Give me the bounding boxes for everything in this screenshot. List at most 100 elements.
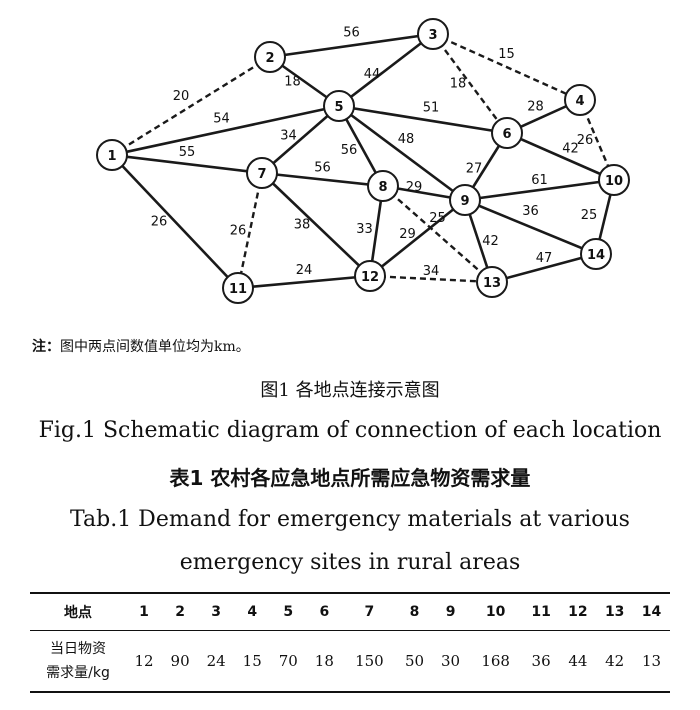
column-header: 14 — [641, 604, 662, 620]
node-label: 5 — [334, 100, 343, 115]
edge-weight-3-6: 18 — [450, 77, 467, 92]
node-label: 11 — [229, 282, 247, 297]
node-11: 11 — [222, 272, 254, 304]
edge-weight-9-14: 36 — [522, 204, 539, 219]
edge-2-3 — [269, 32, 434, 59]
node-label: 1 — [107, 149, 116, 164]
edge-6-10 — [506, 131, 615, 182]
edge-weight-5-8: 56 — [341, 143, 358, 158]
edge-weight-11-12: 24 — [296, 263, 313, 278]
edge-5-9 — [338, 104, 466, 202]
figure-note: 注：图中两点间数值单位均为km。 — [32, 336, 250, 356]
table-cell: 168 — [481, 652, 510, 670]
node-9: 9 — [449, 184, 481, 216]
column-header: 10 — [485, 604, 506, 620]
column-header: 12 — [568, 604, 588, 620]
table-cell: 50 — [404, 652, 425, 670]
table-cell: 36 — [531, 652, 551, 670]
edge-13-14 — [491, 252, 597, 284]
edge-11-12 — [237, 274, 371, 290]
edge-weight-9-12: 29 — [399, 227, 416, 242]
table-cell: 24 — [206, 652, 226, 670]
node-circle — [354, 260, 386, 292]
column-header: 1 — [139, 604, 149, 620]
node-circle — [476, 266, 508, 298]
column-header: 9 — [445, 604, 456, 620]
node-circle — [246, 157, 278, 189]
node-3: 3 — [417, 18, 449, 50]
edge-weight-12-13: 34 — [423, 264, 440, 279]
note-text: 图中两点间数值单位均为km。 — [60, 339, 250, 355]
edge-weight-7-12: 38 — [294, 218, 311, 233]
row-label: 当日物资 需求量/kg — [30, 631, 126, 693]
edge-weight-8-9: 29 — [406, 180, 423, 195]
node-circle — [254, 41, 286, 73]
edge-3-5 — [338, 32, 434, 108]
node-label: 14 — [587, 248, 605, 263]
node-label: 6 — [502, 127, 511, 142]
node-circle — [598, 164, 630, 196]
edge-weight-4-10: 26 — [577, 133, 594, 148]
node-5: 5 — [323, 90, 355, 122]
figure-caption-en: Fig.1 Schematic diagram of connection of… — [38, 418, 662, 443]
note-prefix: 注： — [32, 339, 60, 355]
edge-weight-7-11: 26 — [230, 224, 247, 239]
edge-weight-13-14: 47 — [536, 251, 553, 266]
table-cell: 15 — [242, 652, 262, 670]
table-caption-cn: 表1 农村各应急地点所需应急物资需求量 — [169, 466, 531, 490]
edge-weight-10-14: 25 — [581, 208, 598, 223]
node-label: 10 — [605, 174, 623, 189]
edge-5-7 — [261, 105, 340, 174]
node-circle — [491, 117, 523, 149]
edge-weight-9-10: 61 — [531, 173, 548, 188]
node-4: 4 — [564, 84, 596, 116]
edge-5-6 — [338, 104, 508, 135]
edge-3-4 — [432, 32, 581, 102]
edge-weight-1-5: 54 — [213, 112, 230, 127]
node-label: 8 — [378, 180, 387, 195]
table-cell: 30 — [441, 652, 461, 670]
node-12: 12 — [354, 260, 386, 292]
edge-3-6 — [432, 33, 508, 134]
table-cell: 12 — [134, 652, 154, 670]
node-10: 10 — [598, 164, 630, 196]
header-label: 地点 — [64, 605, 92, 621]
table-cell: 90 — [170, 652, 190, 670]
edge-weight-9-13: 42 — [482, 234, 499, 249]
node-label: 3 — [428, 28, 437, 43]
edge-weight-3-4: 15 — [498, 47, 515, 62]
row-label-line1: 当日物资 — [50, 641, 106, 657]
column-header: 5 — [283, 604, 294, 620]
node-label: 4 — [575, 94, 584, 109]
edge-weight-4-6: 28 — [527, 100, 544, 115]
node-circle — [564, 84, 596, 116]
node-label: 9 — [460, 194, 469, 209]
table-cell: 18 — [314, 652, 334, 670]
edge-7-8 — [261, 171, 384, 188]
table-cell: 44 — [568, 652, 588, 670]
table-cell: 42 — [605, 652, 625, 670]
column-header: 2 — [175, 604, 185, 620]
node-label: 7 — [257, 167, 266, 182]
node-circle — [580, 238, 612, 270]
edge-weight-2-3: 56 — [343, 26, 360, 41]
node-2: 2 — [254, 41, 286, 73]
column-header: 8 — [409, 604, 420, 620]
node-1: 1 — [96, 139, 128, 171]
node-circle — [417, 18, 449, 50]
node-7: 7 — [246, 157, 278, 189]
node-6: 6 — [491, 117, 523, 149]
node-circle — [367, 170, 399, 202]
row-label-line2: 需求量/kg — [46, 665, 110, 681]
node-circle — [96, 139, 128, 171]
table-cell: 70 — [278, 652, 298, 670]
edge-1-11 — [111, 154, 239, 289]
node-circle — [222, 272, 254, 304]
figure-caption-cn: 图1 各地点连接示意图 — [260, 380, 440, 401]
edge-weight-3-5: 44 — [364, 67, 381, 82]
edge-weight-1-11: 26 — [151, 215, 168, 230]
table-cell: 13 — [641, 652, 662, 670]
